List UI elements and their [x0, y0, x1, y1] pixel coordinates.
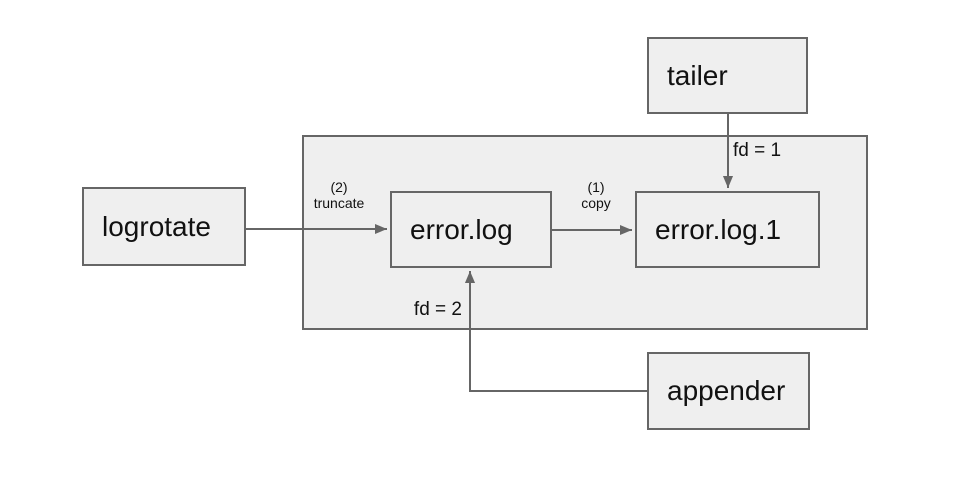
node-error-log-1-label: error.log.1 — [655, 213, 782, 245]
edge-label-fd1: fd = 1 — [733, 140, 782, 161]
node-error-log: error.log — [390, 191, 552, 268]
edge-label-truncate: (2) truncate — [289, 179, 389, 211]
node-tailer-label: tailer — [667, 59, 728, 91]
node-error-log-1: error.log.1 — [635, 191, 820, 268]
node-appender-label: appender — [667, 375, 786, 406]
edge-label-copy-step: (1) — [587, 179, 605, 195]
edge-label-copy-action: copy — [581, 195, 611, 211]
node-appender: appender — [647, 352, 810, 430]
node-logrotate: logrotate — [82, 187, 246, 266]
node-logrotate-label: logrotate — [102, 210, 211, 242]
node-tailer: tailer — [647, 37, 808, 114]
edge-label-fd2: fd = 2 — [413, 299, 462, 320]
node-error-log-label: error.log — [410, 213, 513, 245]
edge-label-truncate-action: truncate — [313, 195, 365, 211]
edge-label-copy: (1) copy — [546, 179, 646, 211]
edge-label-truncate-step: (2) — [330, 179, 348, 195]
